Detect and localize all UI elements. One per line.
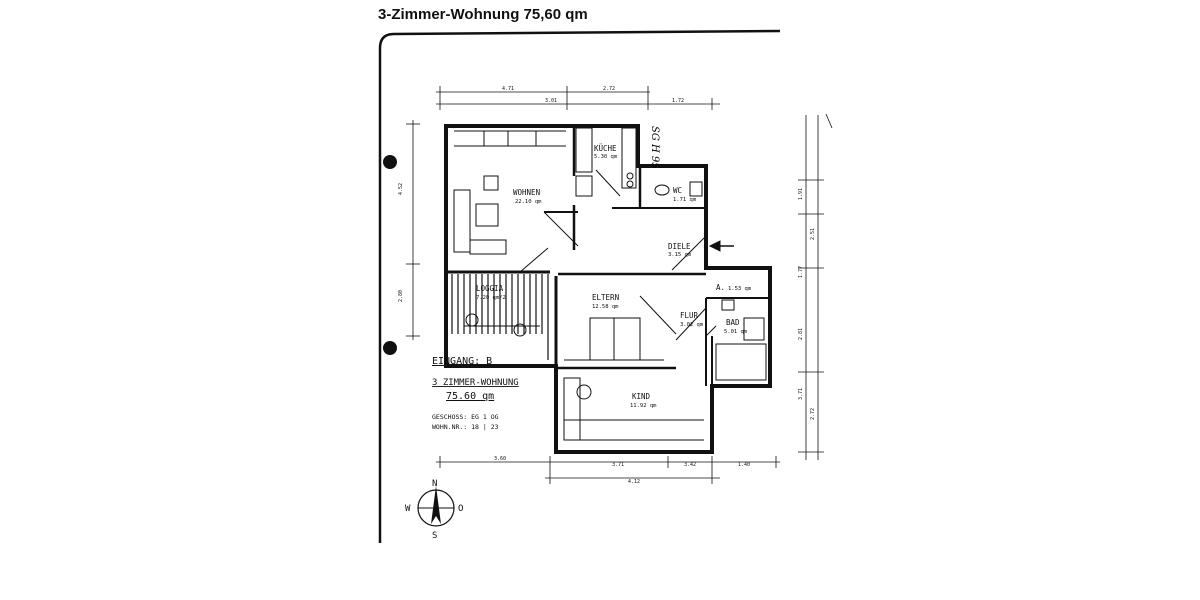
- room-label-kind: KIND: [632, 392, 651, 401]
- dim-top-3: 3.01: [545, 98, 557, 104]
- dim-right-6: 2.72: [810, 408, 816, 420]
- info-unit: WOHN.NR.: 18 | 23: [432, 423, 499, 431]
- info-apartment-type: 3 ZIMMER-WOHNUNG: [432, 378, 519, 388]
- punch-hole-top: [383, 155, 397, 169]
- dim-right-4: 2.81: [798, 328, 804, 340]
- room-label-wohnen: WOHNEN: [513, 188, 540, 197]
- dim-right-5: 3.71: [798, 388, 804, 400]
- compass-north: N: [432, 479, 437, 489]
- furniture: [453, 127, 767, 441]
- dim-top-2: 2.72: [603, 86, 615, 92]
- room-area-kueche: 5.30 qm: [594, 154, 618, 160]
- compass-rose: [417, 486, 455, 527]
- page-title: 3-Zimmer-Wohnung 75,60 qm: [378, 6, 588, 23]
- room-label-flur: FLUR: [680, 311, 699, 320]
- room-area-loggia: 7.20 qm/2: [476, 295, 506, 301]
- punch-hole-bottom: [383, 341, 397, 355]
- dim-top-4: 1.72: [672, 98, 684, 104]
- room-area-diele: 3.15 qm: [668, 252, 692, 258]
- info-entrance: EINGANG: B: [432, 356, 492, 367]
- page-border: [378, 29, 781, 543]
- window-marks: [454, 130, 704, 441]
- info-floor: GESCHOSS: EG 1 OG: [432, 413, 499, 421]
- info-area: 75.60 qm: [446, 391, 494, 402]
- room-label-abstell: A.: [716, 283, 725, 292]
- room-area-wohnen: 22.10 qm: [515, 199, 542, 205]
- room-label-eltern: ELTERN: [592, 293, 619, 302]
- compass-west: W: [405, 504, 411, 514]
- walls: [444, 124, 772, 454]
- room-label-kueche: KÜCHE: [594, 144, 617, 153]
- compass-east: O: [458, 504, 463, 514]
- room-area-kind: 11.92 qm: [630, 403, 657, 409]
- door-swings: [519, 169, 717, 341]
- top-dimension-chain: [436, 86, 720, 110]
- room-label-diele: DIELE: [668, 242, 691, 251]
- room-area-flur: 3.02 qm: [680, 322, 704, 328]
- dim-bottom-2: 3.71: [612, 462, 624, 468]
- bottom-dimension-chain: [436, 456, 780, 484]
- dim-bottom-4: 1.40: [738, 462, 750, 468]
- dim-right-1: 1.91: [798, 188, 804, 200]
- room-area-eltern: 12.58 qm: [592, 304, 619, 310]
- right-dimension-chain: [798, 113, 833, 460]
- dim-left-1: 4.52: [398, 183, 404, 195]
- room-area-bad: 5.01 qm: [724, 329, 748, 335]
- room-label-wc: WC: [673, 186, 682, 195]
- handwritten-note: SG H 95: [649, 126, 660, 169]
- dim-right-2: 2.51: [810, 228, 816, 240]
- dim-top-1: 4.71: [502, 86, 514, 92]
- dim-bottom-3: 3.42: [684, 462, 696, 468]
- compass-south: S: [432, 531, 437, 541]
- left-dimension-chain: [406, 120, 420, 340]
- entrance-arrow: [708, 240, 734, 252]
- room-label-loggia: LOGGIA: [476, 284, 504, 293]
- dim-left-2: 2.80: [398, 290, 404, 302]
- dim-right-3: 1.77: [798, 266, 804, 278]
- dim-bottom-1: 3.60: [494, 456, 506, 462]
- room-area-wc: 1.71 qm: [673, 197, 697, 203]
- dim-bottom-5: 4.12: [628, 479, 640, 485]
- room-area-abstell: 1.53 qm: [728, 286, 752, 292]
- room-label-bad: BAD: [726, 318, 740, 327]
